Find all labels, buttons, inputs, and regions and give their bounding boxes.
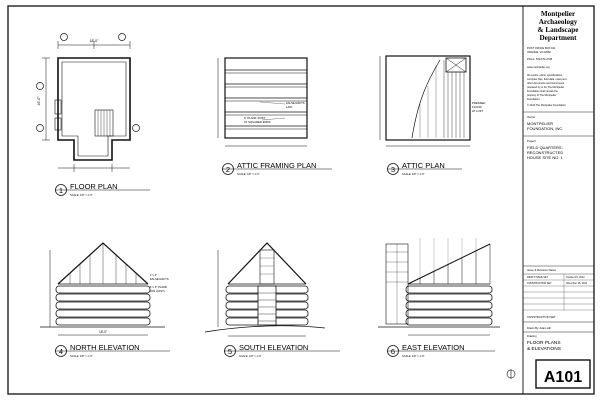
website: www.montpelier.org — [527, 65, 550, 69]
south-elevation — [204, 242, 326, 337]
sheet-number-box — [535, 359, 591, 389]
owner-line2: FOUNDATION, INC. — [527, 126, 563, 131]
org-name-line4: Department — [539, 34, 577, 42]
attic-note-loft: AT LOFT — [472, 109, 484, 113]
sheet-number: A101 — [544, 369, 582, 386]
attic-note-plank-joist: 6" PLANK JOIST — [244, 116, 265, 120]
notice-line: Foundation shall remain the — [527, 90, 558, 93]
sheet-border — [7, 5, 595, 395]
view-title-5: 5 SOUTH ELEVATION SCALE: 1/8" = 1'-0" — [224, 343, 340, 358]
issue-date: October 15, 2014 — [566, 276, 585, 279]
attic-note-laid: LAID — [286, 105, 292, 109]
status: CONSTRUCTION SET — [527, 315, 556, 319]
view-title: NORTH ELEVATION — [70, 343, 140, 352]
owner-label: Owner — [527, 115, 535, 119]
attic-plan — [379, 55, 471, 147]
project-line3: HOUSE SITE NO. 1 — [527, 155, 564, 160]
issue-name: CONSTRUCTION SET — [527, 282, 552, 285]
notice-line: computer files, field data, notes and — [527, 78, 567, 81]
north-note-on-joist: (ON JOIST) — [150, 289, 165, 293]
view-scale: SCALE: 1/8" = 1'-0" — [70, 193, 93, 197]
north-note-false-rafts: FALSE RAFTS — [150, 277, 169, 281]
attic-note-pressed: PRESSED — [472, 101, 485, 105]
issue-date: November 25, 2014 — [566, 282, 588, 285]
issue-label: Issue & Revision Dates — [527, 268, 557, 272]
notice-line: property of The Montpelier — [527, 94, 556, 97]
drawing-title-line2: & ELEVATIONS — [527, 346, 561, 352]
attic-framing-plan — [217, 57, 308, 147]
notice-line: Foundation. — [527, 98, 541, 101]
attic-note-false-rafts: FALSE RAFTS — [286, 101, 305, 105]
org-name-line3: & Landscape — [538, 26, 579, 34]
address-line1: POST OFFICE BOX 911 — [527, 46, 556, 50]
north-elevation — [40, 242, 165, 336]
org-name-line2: Archaeology — [539, 18, 578, 26]
north-arrow-icon — [506, 369, 516, 379]
phone: Phone: 540-672-2728 — [527, 57, 553, 61]
floor-plan — [36, 33, 140, 172]
attic-note-floor: FLOOR — [472, 105, 482, 109]
view-title-2: 2 ATTIC FRAMING PLAN SCALE: 1/8" = 1'-0" — [222, 161, 332, 176]
issue-name: DRAFT ISSUE SET — [527, 276, 549, 279]
view-title-1: 1 FLOOR PLAN SCALE: 1/8" = 1'-0" — [55, 182, 150, 197]
notice-line: prepared by or for The Montpelier — [527, 86, 564, 89]
view-title: EAST ELEVATION — [402, 343, 465, 352]
project-line2: RECONSTRUCTED — [527, 150, 563, 155]
north-note-size: 1"x 4" — [150, 273, 157, 277]
view-number: 5 — [228, 347, 232, 356]
east-elevation — [378, 238, 500, 336]
view-title-3: 3 ATTIC PLAN SCALE: 1/8" = 1'-0" — [387, 161, 462, 176]
view-scale: SCALE: 1/8" = 1'-0" — [402, 354, 425, 358]
drawing-title-line1: FLOOR PLANS — [527, 340, 561, 346]
view-title-6: 6 EAST ELEVATION SCALE: 1/8" = 1'-0" — [387, 343, 495, 358]
project-line1: FIELD QUARTERS: — [527, 145, 563, 150]
title-block: Montpelier Archaeology & Landscape Depar… — [523, 10, 594, 389]
owner-line1: MONTPELIER — [527, 121, 553, 126]
view-title: ATTIC FRAMING PLAN — [237, 161, 316, 170]
view-title: SOUTH ELEVATION — [239, 343, 308, 352]
view-scale: SCALE: 1/8" = 1'-0" — [402, 172, 425, 176]
notice-line: other documents and instruments — [527, 82, 565, 85]
view-number: 6 — [391, 347, 395, 356]
org-name-line1: Montpelier — [541, 10, 576, 18]
view-number: 3 — [391, 165, 395, 174]
attic-note-squared-ends: AT SQUARED ENDS — [244, 120, 271, 124]
view-scale: SCALE: 1/8" = 1'-0" — [70, 354, 93, 358]
drawn-by: Drawn By: Adam Hill — [527, 326, 551, 330]
view-title-4: 4 NORTH ELEVATION SCALE: 1/8" = 1'-0" — [55, 343, 170, 358]
floor-depth-dim: 16'-0" — [37, 96, 41, 106]
notice-line: All reports, plans, specifications, — [527, 74, 563, 77]
view-number: 4 — [59, 347, 63, 356]
north-width-dim: 18'-0" — [99, 330, 107, 334]
view-number: 1 — [59, 186, 63, 195]
address-line2: ORANGE, VA 22960 — [527, 50, 551, 54]
view-number: 2 — [226, 165, 230, 174]
copyright: © 2014 The Montpelier Foundation — [527, 104, 566, 107]
drawing-label: Drawing — [527, 334, 537, 338]
view-scale: SCALE: 1/8" = 1'-0" — [239, 354, 262, 358]
project-label: Project — [527, 139, 536, 143]
view-title: FLOOR PLAN — [70, 182, 118, 191]
view-title: ATTIC PLAN — [402, 161, 445, 170]
floor-width-dim: 18'-0" — [90, 39, 100, 43]
view-scale: SCALE: 1/8" = 1'-0" — [237, 172, 260, 176]
north-note-plank: 1"x 6" PLANK — [150, 285, 167, 289]
